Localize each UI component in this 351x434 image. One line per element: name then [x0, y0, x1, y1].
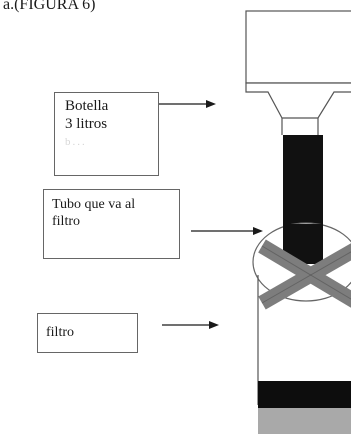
arrow-botella: [159, 100, 216, 108]
arrow-filtro: [162, 321, 219, 329]
bottle-label-line2: 3 litros: [65, 116, 108, 132]
cross-strap-edge-1: [261, 245, 351, 300]
tube-label-line2: filtro: [52, 214, 80, 229]
bottle-label-line3: b...: [65, 136, 87, 148]
figure-caption-fragment: a.(FIGURA 6): [3, 0, 96, 13]
cross-strap-edge-2: [261, 251, 351, 304]
bottle-body: [245, 10, 351, 84]
bottle-label-line1: Botella: [65, 98, 109, 114]
filter-base: [258, 408, 351, 434]
arrow-tubo: [191, 227, 263, 235]
label-box-tubo: Tubo que va al filtro: [43, 189, 180, 259]
bottle-funnel: [245, 82, 351, 119]
bottle-neck: [281, 118, 319, 135]
label-box-botella: Botella 3 litros b...: [54, 92, 159, 176]
filter-dark-band: [258, 381, 351, 408]
label-box-filtro: filtro: [37, 313, 138, 353]
tube-label-line1: Tubo que va al: [52, 197, 136, 212]
filter-label: filtro: [46, 325, 74, 340]
